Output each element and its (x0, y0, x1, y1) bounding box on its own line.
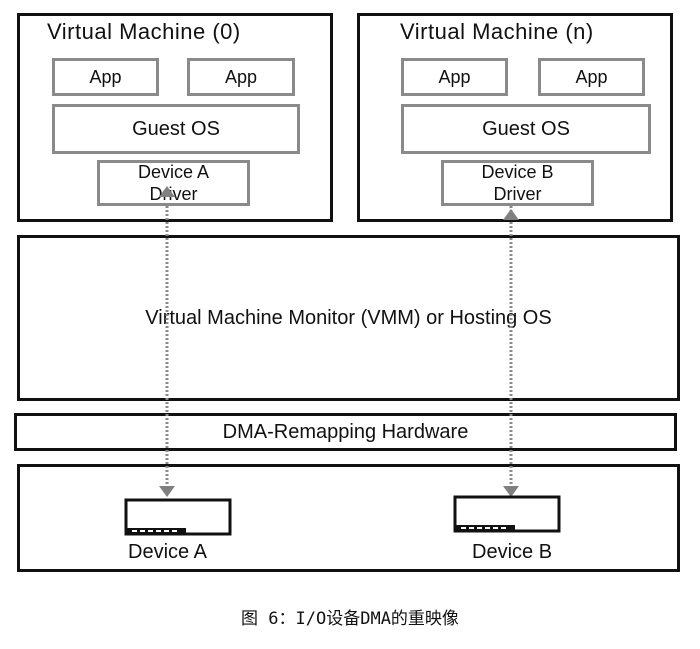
vmn-guest-os-label: Guest OS (482, 117, 570, 140)
vmn-guest-os: Guest OS (401, 104, 651, 154)
vm0-guest-os: Guest OS (52, 104, 300, 154)
vmn-app-1-label: App (438, 66, 471, 87)
vm0-app-2: App (187, 58, 295, 96)
vm0-title: Virtual Machine (0) (47, 19, 241, 44)
vm0-driver-line2: Driver (149, 184, 198, 204)
vmm-box: Virtual Machine Monitor (VMM) or Hosting… (17, 235, 680, 401)
vm0-app-1: App (52, 58, 159, 96)
vmn-app-2-label: App (575, 66, 608, 87)
device-b-label: Device B (472, 541, 553, 563)
figure-caption: 图 6：I/O设备DMA的重映像 (241, 609, 459, 629)
vm0-device-a-driver: Device A Driver (97, 160, 250, 206)
vm0-app-1-label: App (89, 66, 122, 87)
vmn-app-2: App (538, 58, 645, 96)
vmn-title: Virtual Machine (n) (400, 19, 594, 44)
vm0-guest-os-label: Guest OS (132, 117, 220, 140)
vmn-app-1: App (401, 58, 508, 96)
dma-remapping-box: DMA-Remapping Hardware (14, 413, 677, 451)
device-a-label: Device A (128, 541, 207, 563)
hardware-box (17, 464, 680, 572)
vmm-label: Virtual Machine Monitor (VMM) or Hosting… (145, 306, 552, 329)
vm0-driver-line1: Device A (137, 162, 210, 182)
vmn-device-b-driver: Device B Driver (441, 160, 594, 206)
vm0-app-2-label: App (224, 66, 258, 87)
vmn-driver-line1: Device B (481, 162, 554, 182)
vmn-driver-line2: Driver (493, 184, 542, 204)
dma-label: DMA-Remapping Hardware (222, 420, 469, 443)
